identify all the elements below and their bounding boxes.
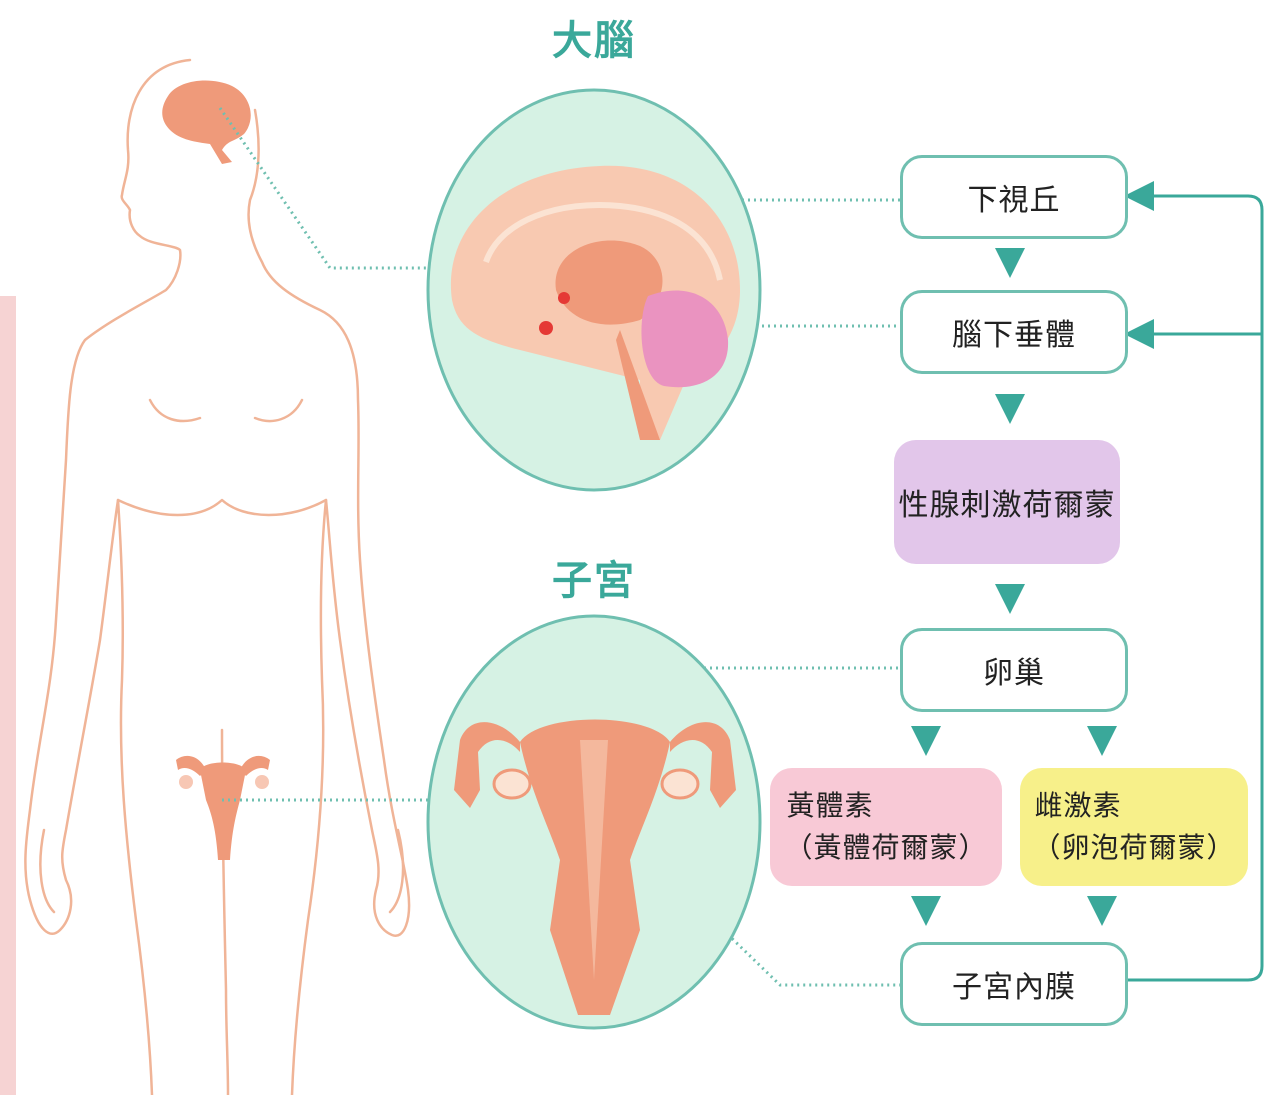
endometrium-label: 子宮內膜 (952, 962, 1076, 1006)
hypothalamus-box: 下視丘 (900, 155, 1128, 239)
pituitary-dot (539, 321, 553, 335)
right-ovary (662, 770, 698, 798)
small-brain-illustration (162, 81, 251, 164)
progesterone-label: 黃體素 (784, 785, 987, 827)
estrogen-sublabel: （卵泡荷爾蒙） (1032, 827, 1235, 869)
uterus-heading: 子宮 (524, 548, 664, 606)
brain-circle (428, 90, 760, 490)
progesterone-sublabel: （黃體荷爾蒙） (784, 827, 987, 869)
ovary-box: 卵巢 (900, 628, 1128, 712)
endometrium-box: 子宮內膜 (900, 942, 1128, 1026)
estrogen-box: 雌激素 （卵泡荷爾蒙） (1020, 768, 1248, 886)
female-body-silhouette (25, 60, 409, 1095)
small-uterus-illustration (176, 756, 270, 860)
gonadotropin-label: 性腺刺激荷爾蒙 (899, 480, 1116, 524)
gonadotropin-box: 性腺刺激荷爾蒙 (894, 440, 1120, 564)
uterus-circle (428, 616, 760, 1028)
estrogen-label: 雌激素 (1032, 785, 1235, 827)
pituitary-box: 腦下垂體 (900, 290, 1128, 374)
brain-heading: 大腦 (524, 8, 664, 66)
progesterone-box: 黃體素 （黃體荷爾蒙） (770, 768, 1002, 886)
hypothalamus-label: 下視丘 (968, 175, 1061, 219)
ovary-label: 卵巢 (983, 648, 1045, 692)
pituitary-label: 腦下垂體 (952, 310, 1076, 354)
left-ovary (494, 770, 530, 798)
hypothalamus-dot (558, 292, 570, 304)
